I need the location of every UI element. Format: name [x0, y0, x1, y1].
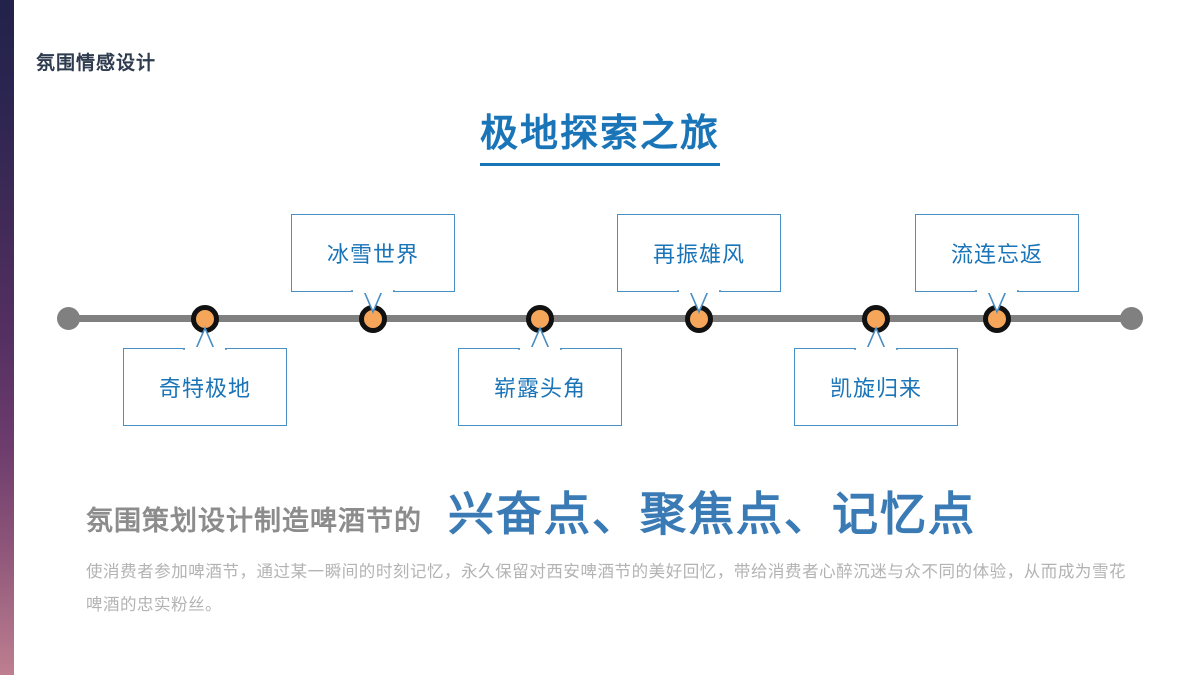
timeline-callout-label: 冰雪世界: [326, 242, 419, 267]
timeline-callout-label: 凯旋归来: [829, 376, 922, 401]
timeline-callout-3[interactable]: 崭露头角: [458, 348, 622, 426]
callout-edge-mask: [353, 290, 393, 293]
timeline-node-1[interactable]: [191, 305, 219, 333]
timeline-node-3[interactable]: [526, 305, 554, 333]
timeline-node-4[interactable]: [685, 305, 713, 333]
timeline-diagram: 奇特极地 冰雪世界崭露头角 再振雄风凯旋归来 流连忘返: [0, 180, 1200, 440]
timeline-callout-label: 再振雄风: [652, 242, 745, 267]
emphasis-strong-text: 兴奋点、聚焦点、记忆点: [448, 488, 976, 540]
timeline-start-cap: [57, 307, 80, 330]
body-paragraph: 使消费者参加啤酒节，通过某一瞬间的时刻记忆，永久保留对西安啤酒节的美好回忆，带给…: [86, 563, 1126, 614]
timeline-track: [66, 315, 1134, 322]
emphasis-headline: 氛围策划设计制造啤酒节的 兴奋点、聚焦点、记忆点: [86, 478, 1146, 544]
timeline-callout-5[interactable]: 凯旋归来: [794, 348, 958, 426]
callout-edge-mask: [856, 347, 896, 350]
timeline-callout-4[interactable]: 再振雄风: [617, 214, 781, 292]
callout-edge-mask: [679, 290, 719, 293]
timeline-end-cap: [1120, 307, 1143, 330]
timeline-callout-1[interactable]: 奇特极地: [123, 348, 287, 426]
slide-kicker-label: 氛围情感设计: [36, 53, 157, 74]
timeline-callout-label: 崭露头角: [493, 376, 586, 401]
timeline-node-6[interactable]: [983, 305, 1011, 333]
emphasis-lead-text: 氛围策划设计制造啤酒节的: [86, 506, 422, 536]
timeline-node-2[interactable]: [359, 305, 387, 333]
left-gradient-accent-bar: [0, 0, 14, 675]
page-title-container: 极地探索之旅: [0, 102, 1200, 166]
callout-edge-mask: [185, 347, 225, 350]
bottom-summary-block: 氛围策划设计制造啤酒节的 兴奋点、聚焦点、记忆点 使消费者参加啤酒节，通过某一瞬…: [86, 478, 1146, 622]
timeline-callout-2[interactable]: 冰雪世界: [291, 214, 455, 292]
timeline-node-5[interactable]: [862, 305, 890, 333]
timeline-callout-6[interactable]: 流连忘返: [915, 214, 1079, 292]
callout-edge-mask: [977, 290, 1017, 293]
timeline-callout-label: 奇特极地: [158, 376, 251, 401]
page-title: 极地探索之旅: [479, 102, 720, 166]
callout-edge-mask: [520, 347, 560, 350]
timeline-callout-label: 流连忘返: [950, 242, 1043, 267]
